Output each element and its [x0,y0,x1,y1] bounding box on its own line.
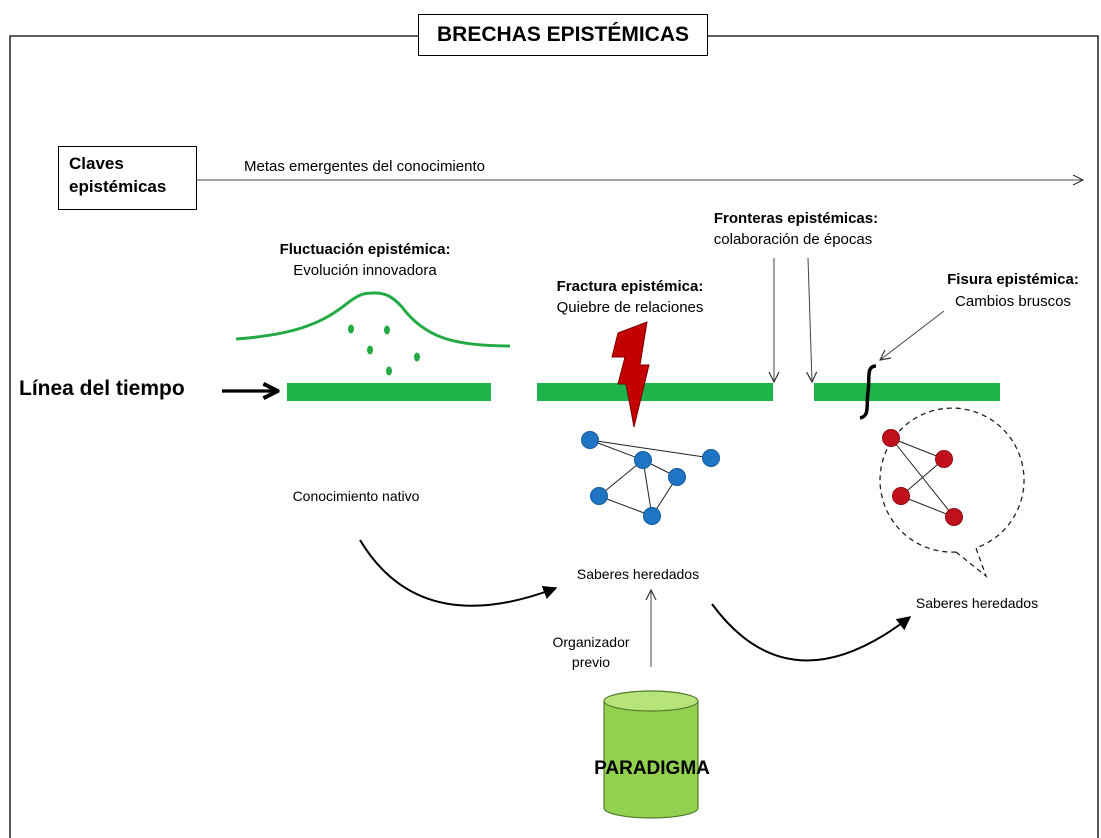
outer-frame [9,35,1099,838]
organizador-label-line2: previo [571,654,611,670]
red-node [892,487,910,505]
fluctuation-dot [414,352,420,362]
blue-node [702,449,720,467]
blue-node [643,507,661,525]
blue-network-edges [589,439,712,517]
red-node [882,429,900,447]
conocimiento-nativo-label: Conocimiento nativo [292,488,420,504]
fluctuacion-title: Fluctuación epistémica: [279,241,451,258]
timeline-bar-2 [537,383,773,401]
timeline-bar-1 [287,383,491,401]
fractura-subtitle: Quiebre de relaciones [556,299,704,316]
fractura-title: Fractura epistémica: [556,278,704,295]
paradigm-cylinder [603,690,699,819]
fisura-subtitle: Cambios bruscos [955,293,1071,310]
fisura-bracket [859,364,877,420]
lightning-bolt-icon [611,321,650,428]
blue-node [590,487,608,505]
fluctuation-curve [235,291,511,348]
fluctuation-dots [348,324,420,376]
red-node [935,450,953,468]
fisura-title: Fisura epistémica: [947,271,1079,288]
metas-label: Metas emergentes del conocimiento [244,158,485,175]
curved-arrow-native-to-saberes [359,539,558,607]
saberes-heredados-label-right: Saberes heredados [915,595,1039,611]
claves-box: Claves epistémicas [58,146,197,210]
fluctuation-dot [386,366,392,376]
red-network-nodes [882,429,963,526]
blue-node [581,431,599,449]
diagram-title: BRECHAS EPISTÉMICAS [418,14,708,56]
fluctuation-dot [367,345,373,355]
saberes-heredados-label: Saberes heredados [576,566,700,582]
fronteras-title: Fronteras epistémicas: [713,210,879,227]
blue-node [668,468,686,486]
curved-arrow-saberes-to-saberes [711,603,912,662]
organizador-label-line1: Organizador [552,634,630,650]
blue-network-nodes [581,431,720,525]
fluctuacion-subtitle: Evolución innovadora [293,262,437,279]
fluctuation-dot [348,324,354,334]
fronteras-arrow-right [808,257,812,382]
timeline-bar-3 [814,383,1000,401]
fisura-arrow [880,310,945,360]
red-network-edges [890,437,955,518]
linea-tiempo-label: Línea del tiempo [19,377,185,400]
red-node [945,508,963,526]
blue-node [634,451,652,469]
fluctuation-dot [384,325,390,335]
paradigma-label: PARADIGMA [594,758,710,779]
fronteras-subtitle: colaboración de épocas [713,231,873,248]
